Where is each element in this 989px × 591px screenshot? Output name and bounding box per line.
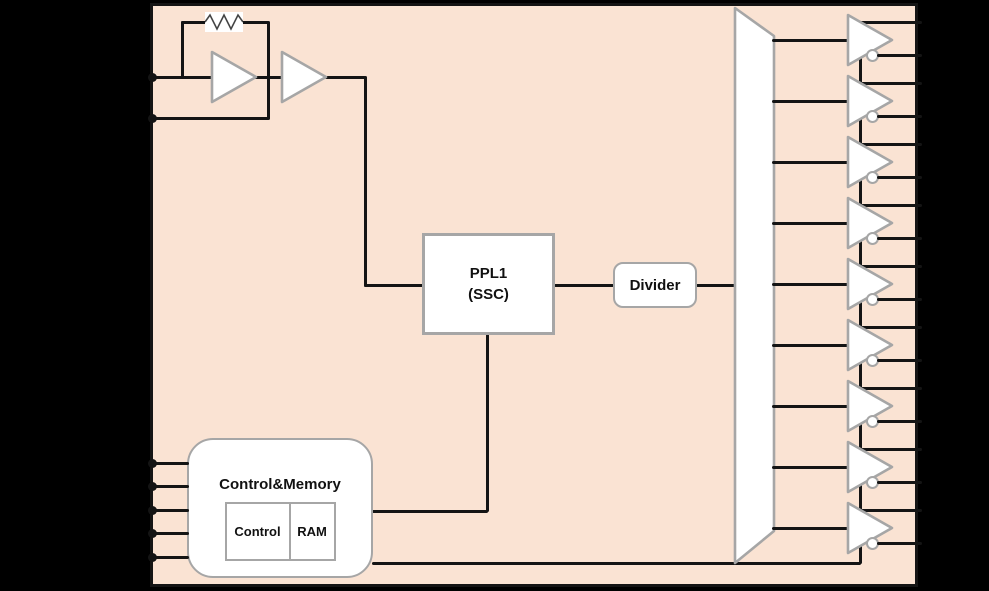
wire-osc-to-pll-vertical: [363, 75, 367, 287]
wire-bottom-bus: [372, 561, 861, 565]
wire-xout: [150, 116, 269, 120]
wire-mux-to-buffer: [772, 38, 850, 42]
feedback-resistor-icon: [205, 12, 243, 32]
wire-control-pin: [150, 508, 189, 512]
wire-mux-to-buffer: [772, 404, 850, 408]
wire-output-pin-complement: [877, 175, 922, 179]
divider-block: Divider: [613, 262, 697, 308]
wire-control-pin: [150, 485, 189, 488]
wire-right-bus: [858, 55, 862, 564]
ram-label: RAM: [297, 524, 327, 539]
wire-output-pin-complement: [877, 53, 922, 57]
pin-terminal-dot: [148, 458, 157, 468]
wire-pll-to-control-horizontal: [372, 509, 488, 513]
control-memory-title: Control&Memory: [219, 476, 341, 493]
wire-mux-to-buffer: [772, 160, 850, 164]
wire-output-pin-true: [859, 508, 922, 512]
wire-feedback-left: [180, 20, 184, 78]
control-memory-block: Control&Memory Control RAM: [187, 438, 373, 578]
wire-feedback-right: [266, 20, 270, 120]
wire-output-pin-complement: [877, 297, 922, 301]
wire-control-pin: [150, 532, 189, 535]
pin-terminal-dot: [148, 72, 157, 82]
wire-mux-to-buffer: [772, 282, 850, 286]
control-block: Control: [224, 502, 291, 561]
wire-osc-to-pll-horizontal: [363, 283, 424, 287]
oscillator-buffer-icon: [279, 49, 329, 105]
pin-terminal-dot: [148, 113, 157, 123]
wire-output-pin-true: [859, 20, 922, 24]
wire-amp1-amp2: [253, 75, 285, 79]
divider-label: Divider: [629, 276, 681, 294]
pin-terminal-dot: [148, 529, 157, 538]
pll-label-line2: (SSC): [468, 286, 509, 303]
wire-mux-to-buffer: [772, 343, 850, 347]
output-mux-trapezoid: [731, 5, 777, 567]
pin-terminal-dot: [148, 552, 157, 562]
pin-terminal-dot: [148, 482, 157, 491]
wire-feedback-top-right: [241, 20, 269, 24]
wire-output-pin-true: [859, 81, 922, 85]
wire-output-pin-true: [859, 264, 922, 268]
wire-mux-to-buffer: [772, 526, 850, 530]
wire-pll-to-divider: [554, 283, 614, 287]
pin-terminal-dot: [148, 505, 157, 515]
wire-output-pin-true: [859, 325, 922, 329]
wire-output-pin-true: [859, 203, 922, 207]
control-memory-subblocks: Control RAM: [224, 502, 336, 561]
pll-label-line1: PPL1: [469, 265, 508, 282]
wire-mux-to-buffer: [772, 221, 850, 225]
wire-output-pin-true: [859, 142, 922, 146]
wire-output-pin-complement: [877, 114, 922, 118]
wire-output-pin-true: [859, 447, 922, 451]
ram-block: RAM: [290, 502, 336, 561]
wire-feedback-top-left: [180, 20, 208, 24]
wire-mux-to-buffer: [772, 465, 850, 469]
wire-control-pin: [150, 555, 189, 559]
oscillator-amp-icon: [209, 49, 259, 105]
wire-output-pin-complement: [877, 480, 922, 484]
wire-mux-to-buffer: [772, 99, 850, 103]
wire-output-pin-complement: [877, 541, 922, 545]
wire-divider-to-mux: [696, 283, 736, 287]
control-label: Control: [234, 524, 281, 539]
wire-output-pin-true: [859, 386, 922, 390]
wire-output-pin-complement: [877, 236, 922, 240]
wire-output-pin-complement: [877, 358, 922, 362]
wire-control-pin: [150, 461, 189, 465]
pll-block: PPL1 (SSC): [422, 233, 555, 335]
wire-amp2-out: [325, 75, 366, 79]
wire-pll-to-control-vertical: [485, 334, 489, 512]
wire-output-pin-complement: [877, 419, 922, 423]
